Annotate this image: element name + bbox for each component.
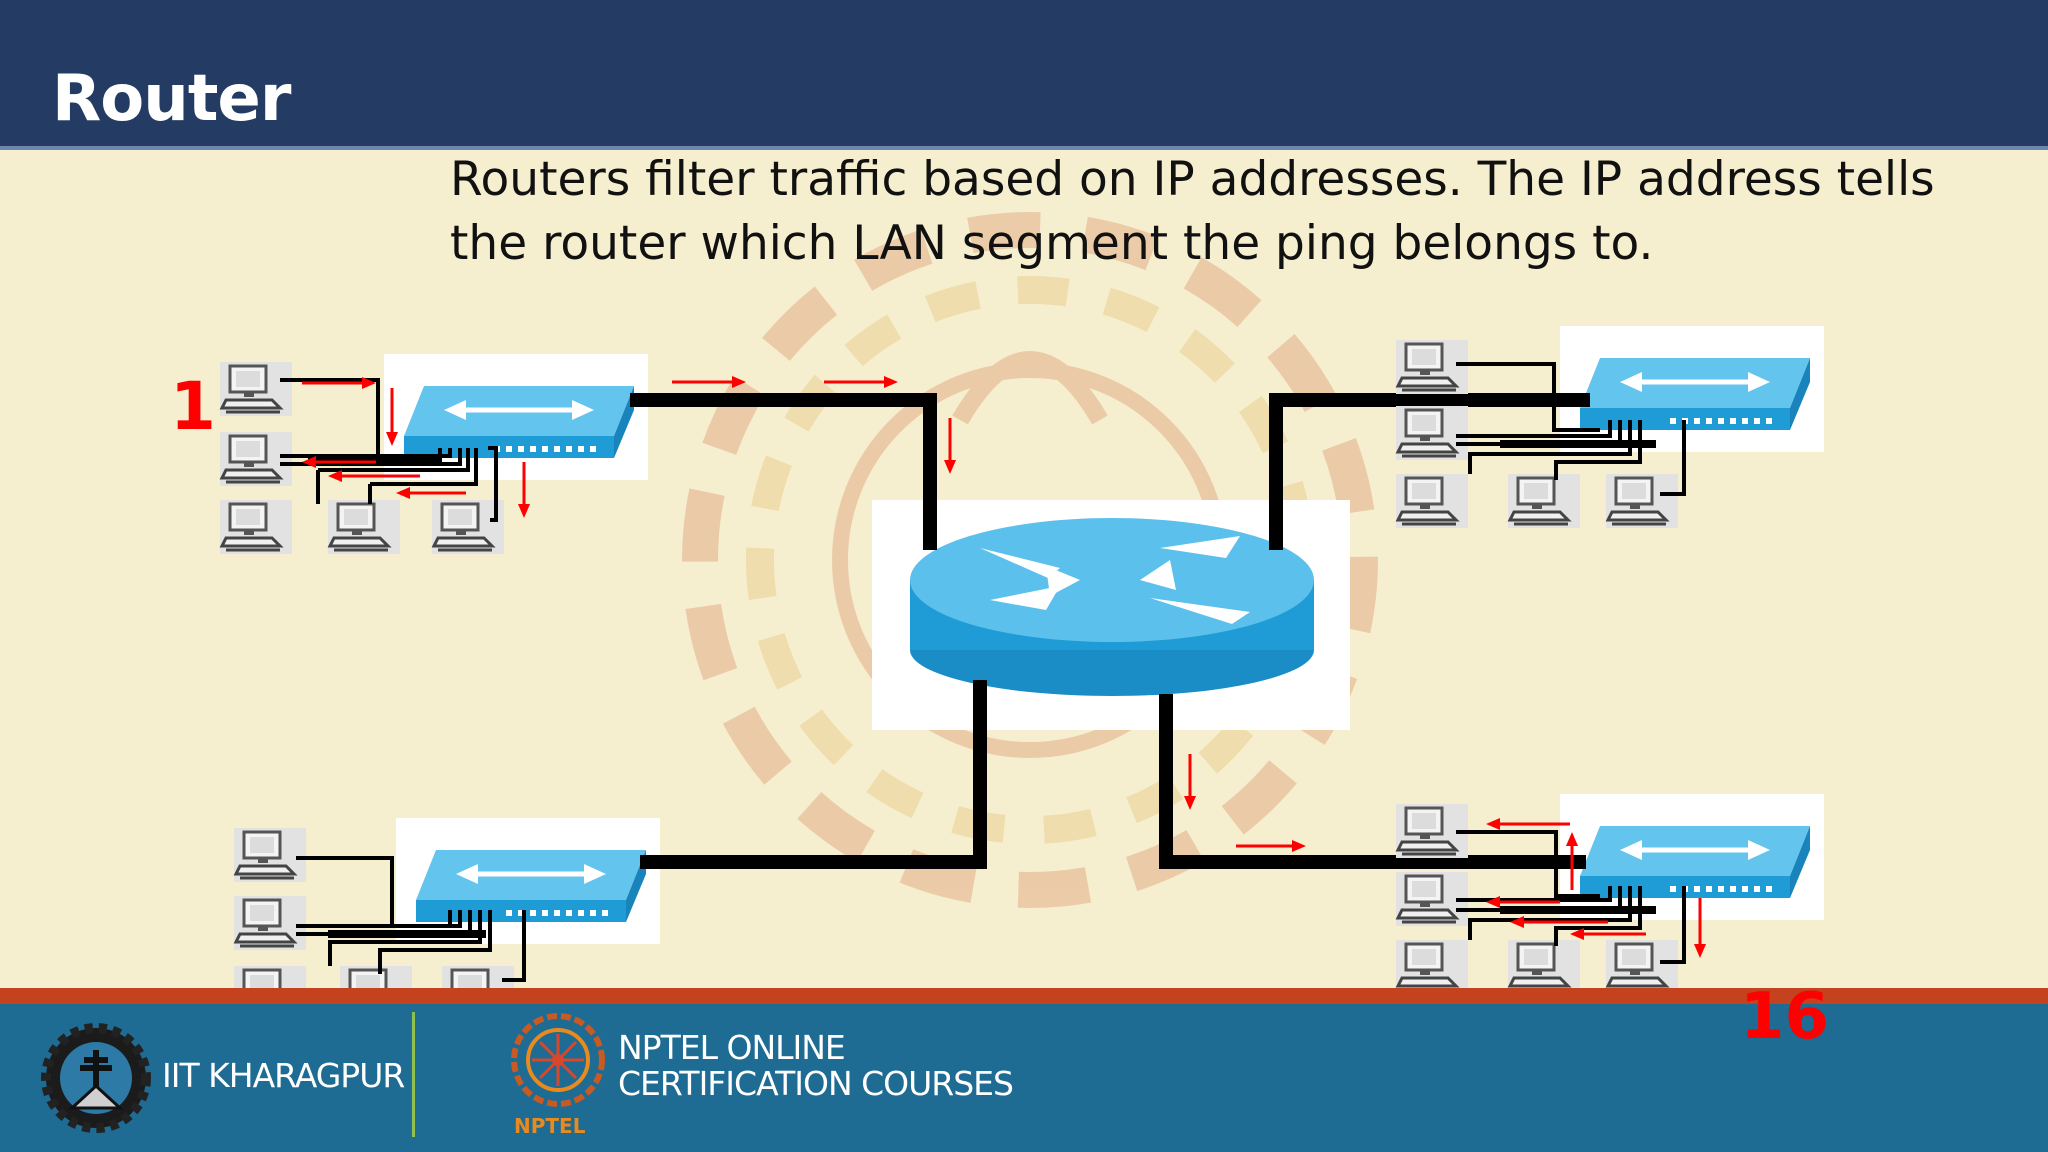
lan-segment-top-right [1394,338,1686,530]
nptel-logo-text: NPTEL [514,1114,586,1138]
computer-icon [218,360,294,418]
computer-icon [430,498,506,556]
slide-description: Routers filter traffic based on IP addre… [450,148,1935,276]
computer-icon [1506,472,1582,530]
computer-icon [1604,472,1680,530]
computer-icon [1394,338,1470,396]
footer-band [0,988,2048,1152]
switch-icon-top-right [1560,326,1824,452]
computer-icon [218,498,294,556]
computer-icon [218,430,294,488]
description-line-2: the router which LAN segment the ping be… [450,216,1654,271]
segment-label-first: 1 [170,368,216,445]
computer-icon [326,498,402,556]
iit-kharagpur-logo-icon [41,1023,151,1133]
description-line-1: Routers filter traffic based on IP addre… [450,152,1935,207]
footer-divider [412,1012,415,1137]
computer-icon [1604,938,1680,996]
segment-label-last: 16 [1740,980,1830,1054]
computer-icon [232,894,308,952]
packet-arrows [302,376,1706,958]
backbone-wires [630,393,1590,869]
institute-name: IIT KHARAGPUR [162,1056,405,1095]
lan-segment-bottom-left [232,826,526,1022]
computer-icon [232,826,308,884]
lan-segment-16 [1394,802,1686,996]
title-bar [0,0,2048,150]
computer-icon [1394,938,1470,996]
slide-title: Router [52,62,291,136]
nptel-logo-icon [511,1013,605,1107]
computer-icon [1394,404,1470,462]
nptel-title-line-2: CERTIFICATION COURSES [618,1064,1014,1103]
computer-icon [1506,938,1582,996]
computer-icon [1394,472,1470,530]
lan-segment-1 [218,360,506,556]
nptel-title-line-1: NPTEL ONLINE [618,1028,846,1067]
